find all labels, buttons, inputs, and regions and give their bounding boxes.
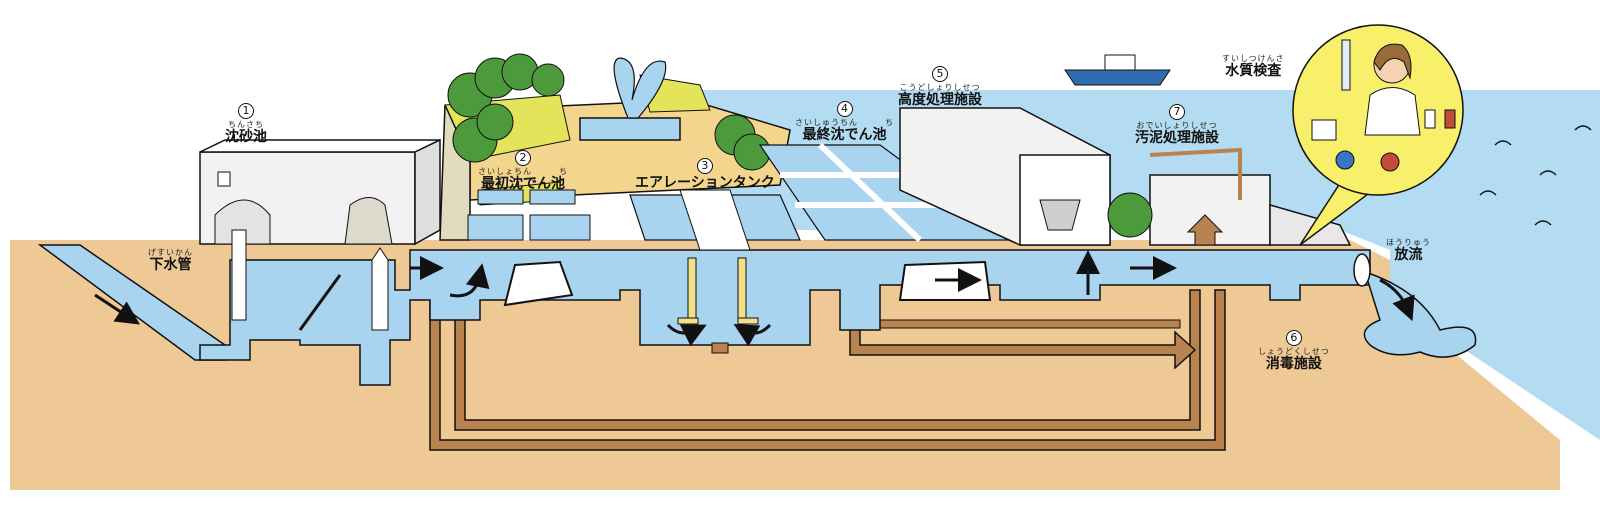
- flow-arrow: [666, 323, 707, 347]
- grit-chamber-label: 1 ちんさち 沈砂池: [225, 99, 267, 145]
- label-reading: さいしゅうちん ち: [795, 118, 894, 127]
- beaker: [1335, 150, 1355, 170]
- water-channel: [199, 249, 1371, 386]
- test-tube-rack: [1311, 119, 1337, 141]
- bottle: [1424, 109, 1436, 129]
- boat-hull: [1064, 69, 1171, 86]
- wave: [1494, 140, 1512, 146]
- aeration-blower-base: [711, 342, 729, 354]
- sludge-pipe-loop: [1149, 147, 1242, 200]
- filter-funnel: [1039, 199, 1081, 231]
- sludge-up-arrow: [1186, 214, 1224, 246]
- wave: [1574, 125, 1592, 131]
- grit-chamber-window: [217, 171, 231, 187]
- technician-hair: [1373, 43, 1412, 80]
- fountain-jet: [613, 57, 667, 119]
- flow-arrow: [94, 293, 141, 325]
- technician-coat: [1364, 87, 1421, 136]
- boat-cabin: [1104, 54, 1136, 71]
- fountain-pool: [579, 117, 681, 141]
- label-reading: げすいかん: [148, 248, 193, 257]
- label-text: 放流: [1394, 247, 1423, 263]
- water-quality-label: すいしつけんさ 水質検査: [1222, 54, 1285, 79]
- label-text: 消毒施設: [1265, 356, 1322, 372]
- diffuser: [737, 317, 759, 325]
- grid-line: [817, 142, 923, 243]
- sewer-pipe-label: げすいかん 下水管: [148, 248, 193, 273]
- flow-arrows: [94, 250, 1415, 347]
- label-reading: しょうどくしせつ: [1258, 347, 1330, 356]
- label-number: 1: [238, 103, 254, 119]
- wave: [1479, 190, 1497, 196]
- sludge-pipe-inner: [454, 289, 1201, 431]
- beaker: [1380, 152, 1400, 172]
- label-text: 水質検査: [1225, 63, 1282, 79]
- label-text: エアレーションタンク: [635, 175, 775, 191]
- diffuser: [677, 317, 699, 325]
- label-number: 6: [1285, 330, 1302, 346]
- air-pipe: [737, 257, 747, 324]
- label-number: 5: [932, 66, 948, 82]
- label-reading: ほうりゅう: [1386, 238, 1431, 247]
- tank-basin: [477, 189, 524, 205]
- tank-basin: [529, 214, 591, 241]
- primary-settling-tanks: [467, 189, 591, 307]
- shrub: [1107, 192, 1153, 238]
- discharge-label: ほうりゅう 放流: [1386, 238, 1431, 263]
- boat: [1064, 54, 1171, 86]
- air-pipe: [687, 257, 697, 324]
- discharge-splash: [1363, 270, 1477, 358]
- flow-arrow: [733, 323, 772, 347]
- label-reading: ちんさち: [228, 120, 264, 129]
- label-text: 最終沈でん池: [802, 127, 887, 143]
- label-text: 沈砂池: [225, 129, 267, 145]
- grit-chamber-side: [414, 138, 441, 246]
- sludge-treatment-label: 7 おでいしょりしせつ 汚泥処理施設: [1135, 100, 1219, 146]
- wave: [1539, 170, 1557, 176]
- grit-chamber-arch: [214, 199, 271, 245]
- flow-arrow: [449, 263, 490, 298]
- final-settling-label: 4 さいしゅうちん ち 最終沈でん池: [795, 97, 894, 143]
- trees: [447, 53, 771, 171]
- primary-settling-label: 2 さいしょちん ち 最初沈でん池: [478, 146, 568, 192]
- walkway: [679, 189, 751, 251]
- test-tube: [1341, 39, 1351, 91]
- tank-basin: [467, 214, 524, 241]
- advanced-treatment-label: 5 こうどしょりしせつ 高度処理施設: [898, 62, 982, 108]
- scraper: [503, 260, 574, 307]
- label-text: 最初沈でん池: [481, 176, 565, 192]
- outfall-pipe-mouth: [1353, 253, 1371, 287]
- aeration-tank-label: 3 エアレーションタンク: [635, 154, 775, 191]
- bottle: [1444, 109, 1456, 129]
- screen-conveyor: [298, 274, 342, 331]
- label-text: 汚泥処理施設: [1135, 130, 1219, 146]
- tank-basin: [529, 189, 576, 205]
- lab-technician: [1341, 39, 1421, 136]
- sludge-transfer-pipe: [879, 319, 1181, 329]
- tree: [476, 103, 514, 141]
- label-text: 高度処理施設: [898, 92, 982, 108]
- flow-arrow: [1379, 278, 1415, 322]
- label-text: 下水管: [149, 257, 192, 273]
- screen-gate: [231, 229, 247, 321]
- label-number: 4: [836, 101, 853, 117]
- valve-stem: [371, 247, 389, 331]
- label-number: 7: [1169, 104, 1185, 120]
- disinfection-label: 6 しょうどくしせつ 消毒施設: [1258, 326, 1330, 372]
- grit-chamber-rock: [344, 197, 393, 245]
- label-number: 2: [515, 150, 531, 166]
- sludge-pipe-outer: [429, 289, 1226, 451]
- waves: [1479, 125, 1592, 226]
- aeration-tank: [629, 189, 801, 354]
- lab-bottles: [1311, 109, 1456, 172]
- label-reading: こうどしょりしせつ: [899, 83, 981, 92]
- label-number: 3: [696, 158, 713, 174]
- label-reading: すいしつけんさ: [1222, 54, 1285, 63]
- wave: [1534, 220, 1552, 226]
- label-reading: おでいしょりしせつ: [1136, 121, 1218, 130]
- label-reading: さいしょちん ち: [478, 167, 568, 176]
- tree: [531, 63, 565, 97]
